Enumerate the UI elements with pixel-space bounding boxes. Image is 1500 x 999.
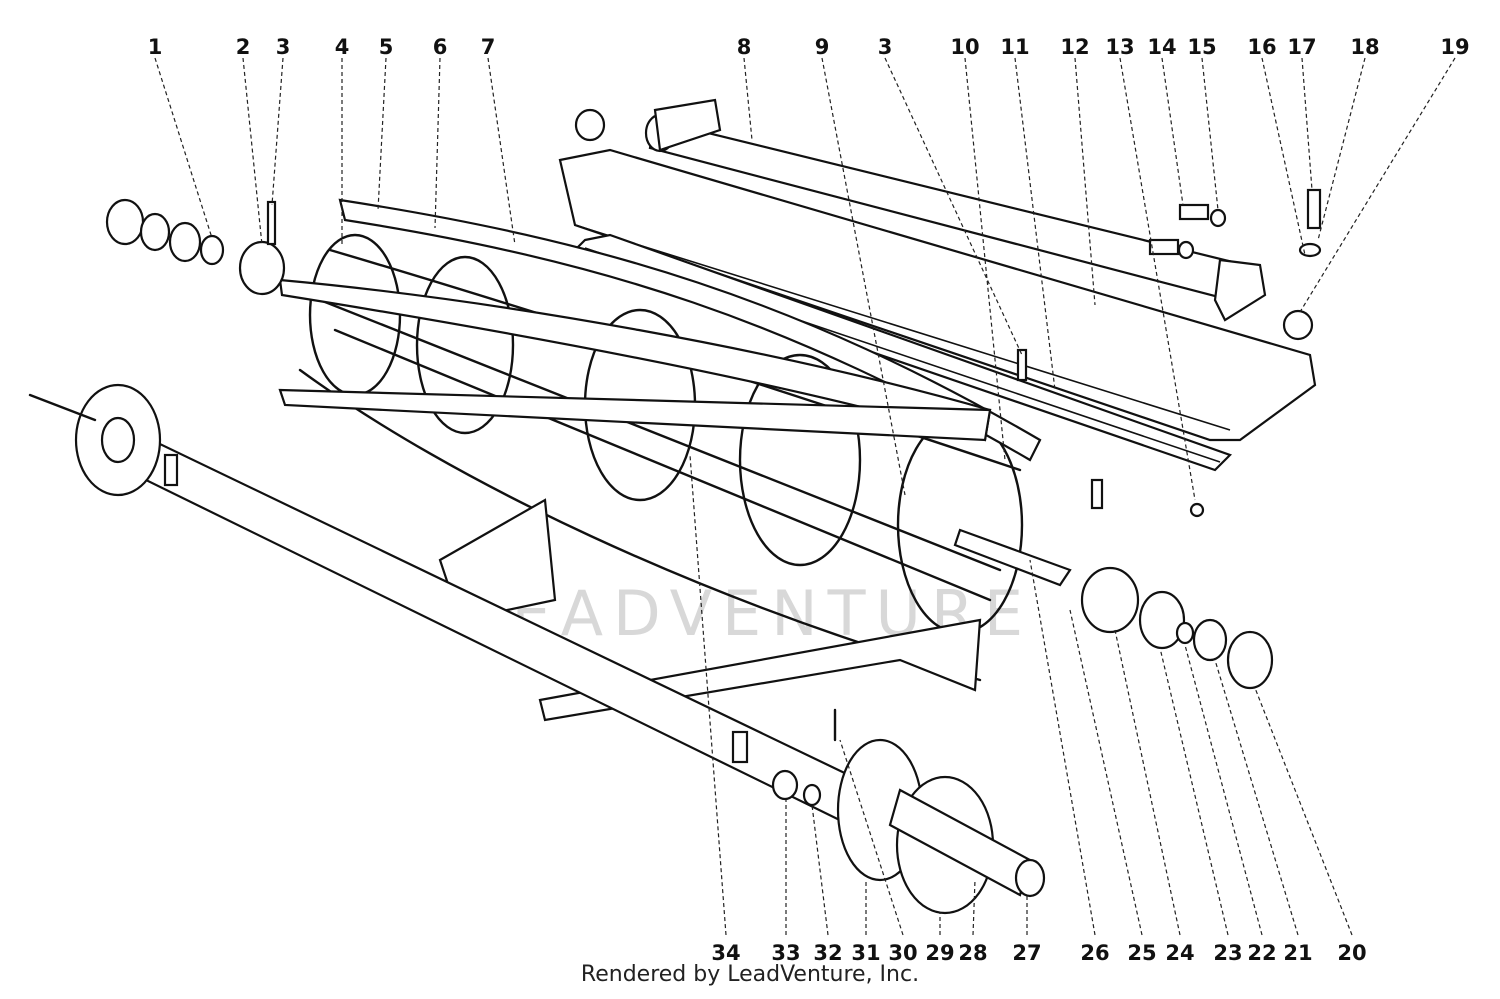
callout-33: 33 (771, 941, 800, 965)
callout-24: 24 (1165, 941, 1194, 965)
callout-6: 6 (433, 35, 448, 59)
callout-23: 23 (1213, 941, 1242, 965)
callout-15: 15 (1187, 35, 1216, 59)
bed-knife-bar (558, 148, 1317, 472)
left-bearing-stack (105, 198, 286, 296)
bottom-callouts: 34 33 32 31 30 29 28 27 26 25 24 23 22 2… (711, 941, 1366, 965)
callout-28: 28 (958, 941, 987, 965)
callout-9: 9 (815, 35, 830, 59)
callout-11: 11 (1000, 35, 1029, 59)
callout-4: 4 (335, 35, 350, 59)
bottom-leaders (689, 454, 1353, 936)
footer-credit: Rendered by LeadVenture, Inc. (580, 962, 920, 987)
callout-29: 29 (925, 941, 954, 965)
wheel-hub (833, 708, 1046, 915)
callout-34: 34 (711, 941, 740, 965)
callout-3-right: 3 (878, 35, 893, 59)
top-callouts: 1 2 3 4 5 6 7 8 9 3 10 11 12 13 14 15 16… (148, 35, 1470, 59)
top-tube (644, 98, 1267, 322)
main-shaft (28, 383, 882, 832)
callout-20: 20 (1337, 941, 1366, 965)
callout-19: 19 (1440, 35, 1469, 59)
callout-25: 25 (1127, 941, 1156, 965)
callout-18: 18 (1350, 35, 1379, 59)
callout-5: 5 (379, 35, 394, 59)
callout-31: 31 (851, 941, 880, 965)
callout-3-left: 3 (276, 35, 291, 59)
callout-14: 14 (1147, 35, 1176, 59)
callout-30: 30 (888, 941, 917, 965)
callout-2: 2 (236, 35, 251, 59)
callout-16: 16 (1247, 35, 1276, 59)
right-bearing-stack (953, 478, 1274, 690)
callout-32: 32 (813, 941, 842, 965)
callout-8: 8 (737, 35, 752, 59)
callout-13: 13 (1105, 35, 1134, 59)
callout-10: 10 (950, 35, 979, 59)
top-leaders (154, 57, 1456, 501)
callout-7: 7 (481, 35, 496, 59)
callout-27: 27 (1012, 941, 1041, 965)
callout-21: 21 (1283, 941, 1312, 965)
callout-12: 12 (1060, 35, 1089, 59)
callout-17: 17 (1287, 35, 1316, 59)
callout-26: 26 (1080, 941, 1109, 965)
reel-blades (278, 198, 1042, 462)
callout-22: 22 (1247, 941, 1276, 965)
callout-1: 1 (148, 35, 163, 59)
